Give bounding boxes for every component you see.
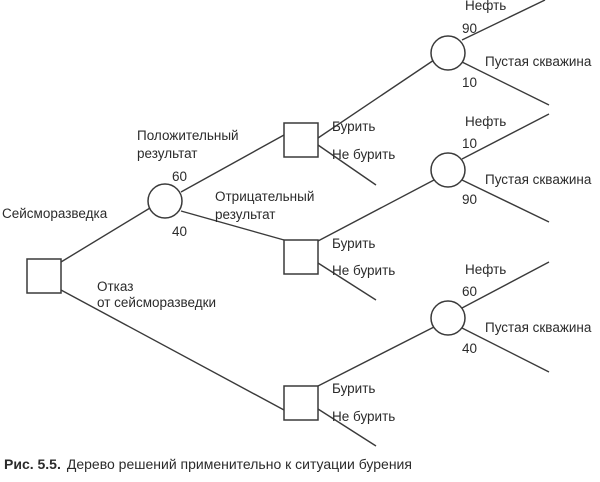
edge-root-to-refusal-decision bbox=[60, 289, 285, 411]
label-c-dry: Пустая скважина bbox=[485, 320, 592, 335]
label-b-oil-prob: 10 bbox=[462, 136, 477, 151]
negative-decision-node bbox=[283, 239, 319, 275]
chance-node-a bbox=[430, 35, 466, 71]
edge-negative-no-drill bbox=[317, 262, 377, 301]
tree-nodes bbox=[26, 35, 466, 421]
label-b-dry: Пустая скважина bbox=[485, 172, 592, 187]
label-negative-no-drill: Не бурить bbox=[332, 263, 395, 278]
label-a-dry-prob: 10 bbox=[462, 75, 477, 90]
label-b-dry-prob: 90 bbox=[462, 192, 477, 207]
label-c-oil: Нефть bbox=[465, 262, 506, 277]
label-prob-negative: 40 bbox=[172, 224, 187, 239]
label-refusal-drill: Бурить bbox=[332, 381, 375, 396]
label-root: Сейсморазведка bbox=[2, 206, 108, 221]
edge-b-oil bbox=[461, 113, 550, 160]
figure-caption: Рис. 5.5. Дерево решений применительно к … bbox=[4, 456, 412, 472]
label-refusal-line2: от сейсморазведки bbox=[97, 295, 216, 310]
refusal-decision-node bbox=[283, 385, 319, 421]
label-refusal-no-drill: Не бурить bbox=[332, 409, 395, 424]
edge-refusal-drill bbox=[317, 326, 435, 387]
edge-refusal-no-drill bbox=[317, 408, 377, 447]
label-prob-positive: 60 bbox=[172, 169, 187, 184]
tree-labels: Сейсморазведка Положительный результат 6… bbox=[2, 0, 592, 424]
edge-negative-drill bbox=[317, 179, 435, 242]
figure-number: Рис. 5.5. bbox=[4, 456, 61, 472]
label-positive-drill: Бурить bbox=[332, 119, 375, 134]
label-negative-drill: Бурить bbox=[332, 236, 375, 251]
positive-decision-node bbox=[283, 122, 319, 158]
edge-root-to-seismic-chance bbox=[60, 207, 151, 263]
label-c-oil-prob: 60 bbox=[462, 284, 477, 299]
edge-b-dry bbox=[461, 179, 550, 223]
label-positive-line2: результат bbox=[137, 146, 198, 161]
label-negative-line1: Отрицательный bbox=[215, 189, 314, 204]
edge-c-dry bbox=[461, 327, 550, 373]
edge-chance-to-negative-decision bbox=[180, 210, 285, 241]
edge-c-oil bbox=[461, 261, 550, 309]
edge-chance-to-positive-decision bbox=[180, 134, 285, 193]
label-c-dry-prob: 40 bbox=[462, 341, 477, 356]
label-positive-no-drill: Не бурить bbox=[332, 147, 395, 162]
label-a-dry: Пустая скважина bbox=[485, 54, 592, 69]
label-positive-line1: Положительный bbox=[137, 128, 239, 143]
figure-caption-text: Дерево решений применительно к ситуации … bbox=[66, 456, 412, 472]
chance-node-b bbox=[430, 152, 466, 188]
seismic-chance-node bbox=[147, 183, 183, 219]
label-refusal-line1: Отказ bbox=[97, 279, 133, 294]
root-decision-node bbox=[26, 258, 62, 294]
edge-positive-no-drill bbox=[317, 144, 377, 186]
label-negative-line2: результат bbox=[215, 207, 276, 222]
label-a-oil: Нефть bbox=[465, 0, 506, 13]
tree-edges bbox=[60, 0, 550, 447]
label-a-oil-prob: 90 bbox=[462, 21, 477, 36]
label-b-oil: Нефть bbox=[465, 114, 506, 129]
edge-a-dry bbox=[461, 61, 550, 106]
edge-positive-drill bbox=[317, 59, 435, 139]
edge-a-oil bbox=[461, 0, 546, 41]
chance-node-c bbox=[430, 300, 466, 336]
